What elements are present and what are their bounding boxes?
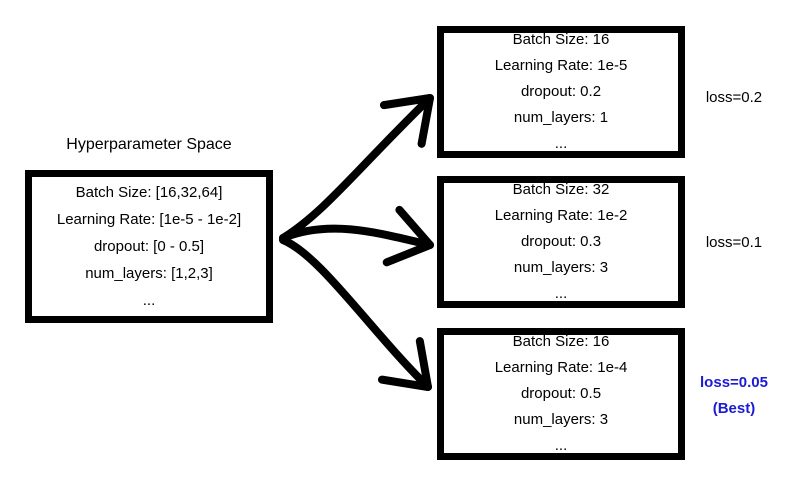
param-line: Learning Rate: [1e-5 - 1e-2] — [56, 211, 242, 228]
param-line: num_layers: 3 — [513, 411, 609, 428]
param-line: Batch Size: 16 — [512, 31, 610, 48]
ellipsis-line: ... — [554, 135, 568, 152]
param-line: dropout: 0.3 — [520, 233, 602, 250]
ellipsis-line: ... — [142, 292, 156, 309]
param-line: num_layers: 3 — [513, 259, 609, 276]
param-line: dropout: 0.5 — [520, 385, 602, 402]
param-line: dropout: 0.2 — [520, 83, 602, 100]
diagram-title: Hyperparameter Space — [66, 136, 232, 153]
param-line: Batch Size: 32 — [512, 181, 610, 198]
best-tag: (Best) — [712, 400, 756, 417]
sample-box-3: Batch Size: 16 Learning Rate: 1e-4 dropo… — [437, 328, 685, 460]
arrow-to-sample-1 — [279, 94, 434, 242]
param-line: dropout: [0 - 0.5] — [93, 238, 205, 255]
hyperparameter-space-box: Batch Size: [16,32,64] Learning Rate: [1… — [25, 170, 273, 323]
param-line: Batch Size: 16 — [512, 333, 610, 350]
loss-label-3-best: loss=0.05 (Best) — [668, 370, 800, 422]
ellipsis-line: ... — [554, 437, 568, 454]
loss-label-2: loss=0.1 — [705, 234, 763, 251]
param-line: Learning Rate: 1e-5 — [494, 57, 628, 74]
param-line: Learning Rate: 1e-4 — [494, 359, 628, 376]
arrow-to-sample-2 — [279, 205, 434, 267]
arrow-to-sample-3 — [279, 236, 432, 391]
param-line: num_layers: 1 — [513, 109, 609, 126]
sample-box-2: Batch Size: 32 Learning Rate: 1e-2 dropo… — [437, 176, 685, 308]
best-loss-value: loss=0.05 — [700, 374, 768, 391]
sample-box-1: Batch Size: 16 Learning Rate: 1e-5 dropo… — [437, 26, 685, 158]
param-line: Learning Rate: 1e-2 — [494, 207, 628, 224]
loss-label-1: loss=0.2 — [705, 89, 763, 106]
param-line: Batch Size: [16,32,64] — [75, 184, 223, 201]
param-line: num_layers: [1,2,3] — [85, 265, 213, 282]
ellipsis-line: ... — [554, 285, 568, 302]
